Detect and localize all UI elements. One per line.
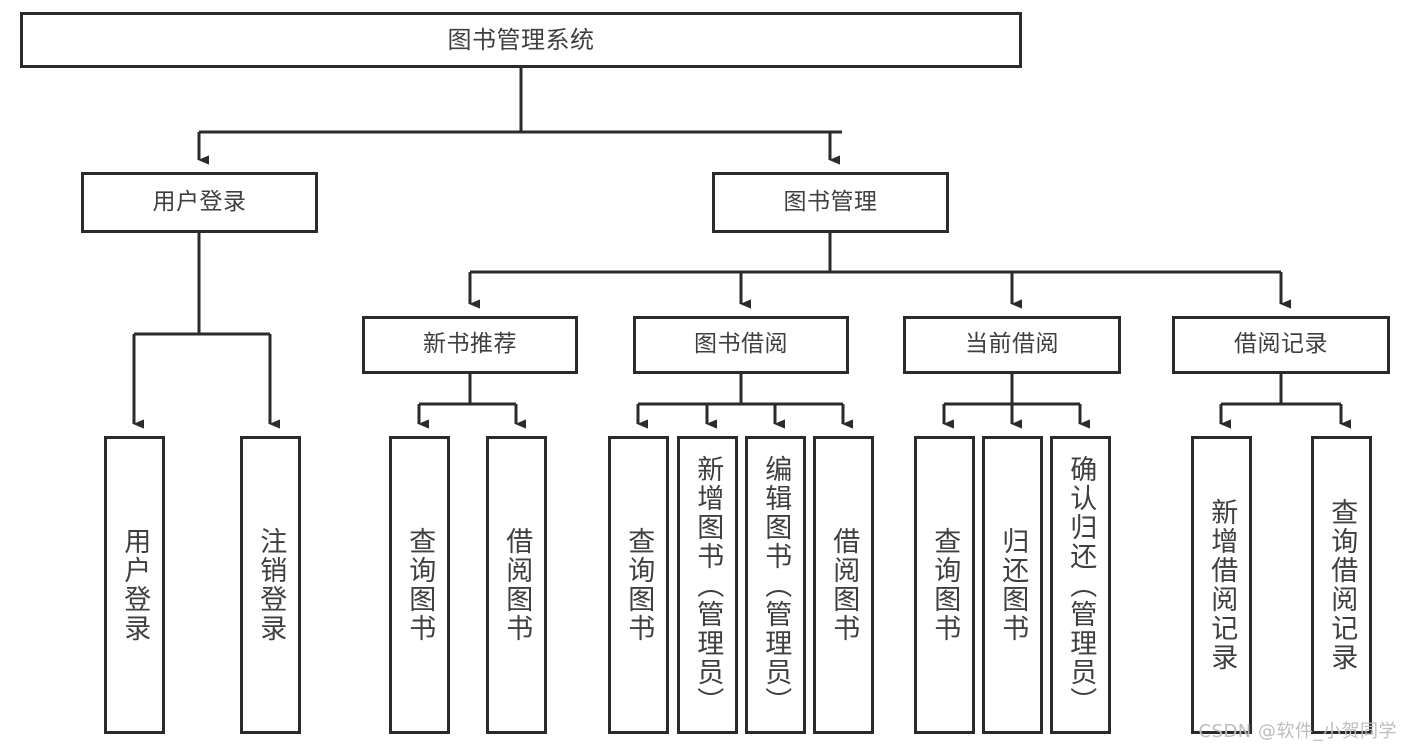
- node-book-manage[interactable]: 图书管理: [712, 172, 949, 233]
- node-label: 新书推荐: [423, 331, 517, 358]
- node-label: 编辑图书（管理员）: [760, 454, 792, 716]
- node-leaf-add-book[interactable]: 新增图书（管理员）: [677, 436, 738, 734]
- node-label: 用户登录: [152, 188, 247, 215]
- node-leaf-query-record[interactable]: 查询借阅记录: [1311, 436, 1372, 734]
- node-book-borrow[interactable]: 图书借阅: [633, 316, 849, 374]
- node-label: 用户登录: [119, 527, 151, 643]
- node-user-login[interactable]: 用户登录: [81, 172, 318, 233]
- node-label: 新增图书（管理员）: [692, 454, 724, 716]
- node-leaf-query-book-3[interactable]: 查询图书: [914, 436, 975, 734]
- node-label: 注销登录: [255, 527, 287, 643]
- node-label: 确认归还（管理员）: [1065, 454, 1097, 716]
- node-leaf-borrow-book-1[interactable]: 借阅图书: [486, 436, 547, 734]
- node-borrow-record[interactable]: 借阅记录: [1172, 316, 1390, 374]
- node-label: 查询图书: [404, 527, 436, 643]
- watermark: CSDN @软件_小贺同学: [1198, 721, 1397, 742]
- node-current-borrow[interactable]: 当前借阅: [903, 316, 1121, 374]
- node-root-system[interactable]: 图书管理系统: [20, 12, 1022, 68]
- node-leaf-user-login[interactable]: 用户登录: [104, 436, 165, 734]
- node-leaf-borrow-book-2[interactable]: 借阅图书: [813, 436, 874, 734]
- node-leaf-confirm-return[interactable]: 确认归还（管理员）: [1050, 436, 1111, 734]
- node-label: 查询图书: [623, 527, 655, 643]
- node-leaf-query-book-2[interactable]: 查询图书: [608, 436, 669, 734]
- node-leaf-return-book[interactable]: 归还图书: [982, 436, 1043, 734]
- node-label: 查询借阅记录: [1326, 498, 1358, 672]
- node-leaf-query-book-1[interactable]: 查询图书: [389, 436, 450, 734]
- node-label: 图书借阅: [694, 331, 788, 358]
- node-label: 图书管理系统: [447, 25, 595, 54]
- node-label: 新增借阅记录: [1206, 498, 1238, 672]
- node-label: 借阅图书: [501, 527, 533, 643]
- node-new-book-recommend[interactable]: 新书推荐: [362, 316, 578, 374]
- node-label: 查询图书: [929, 527, 961, 643]
- node-label: 借阅图书: [828, 527, 860, 643]
- node-leaf-edit-book[interactable]: 编辑图书（管理员）: [745, 436, 806, 734]
- node-leaf-logout[interactable]: 注销登录: [240, 436, 301, 734]
- node-label: 当前借阅: [965, 331, 1059, 358]
- node-label: 借阅记录: [1234, 331, 1328, 358]
- node-leaf-add-record[interactable]: 新增借阅记录: [1191, 436, 1252, 734]
- node-label: 图书管理: [783, 188, 878, 215]
- node-label: 归还图书: [997, 527, 1029, 643]
